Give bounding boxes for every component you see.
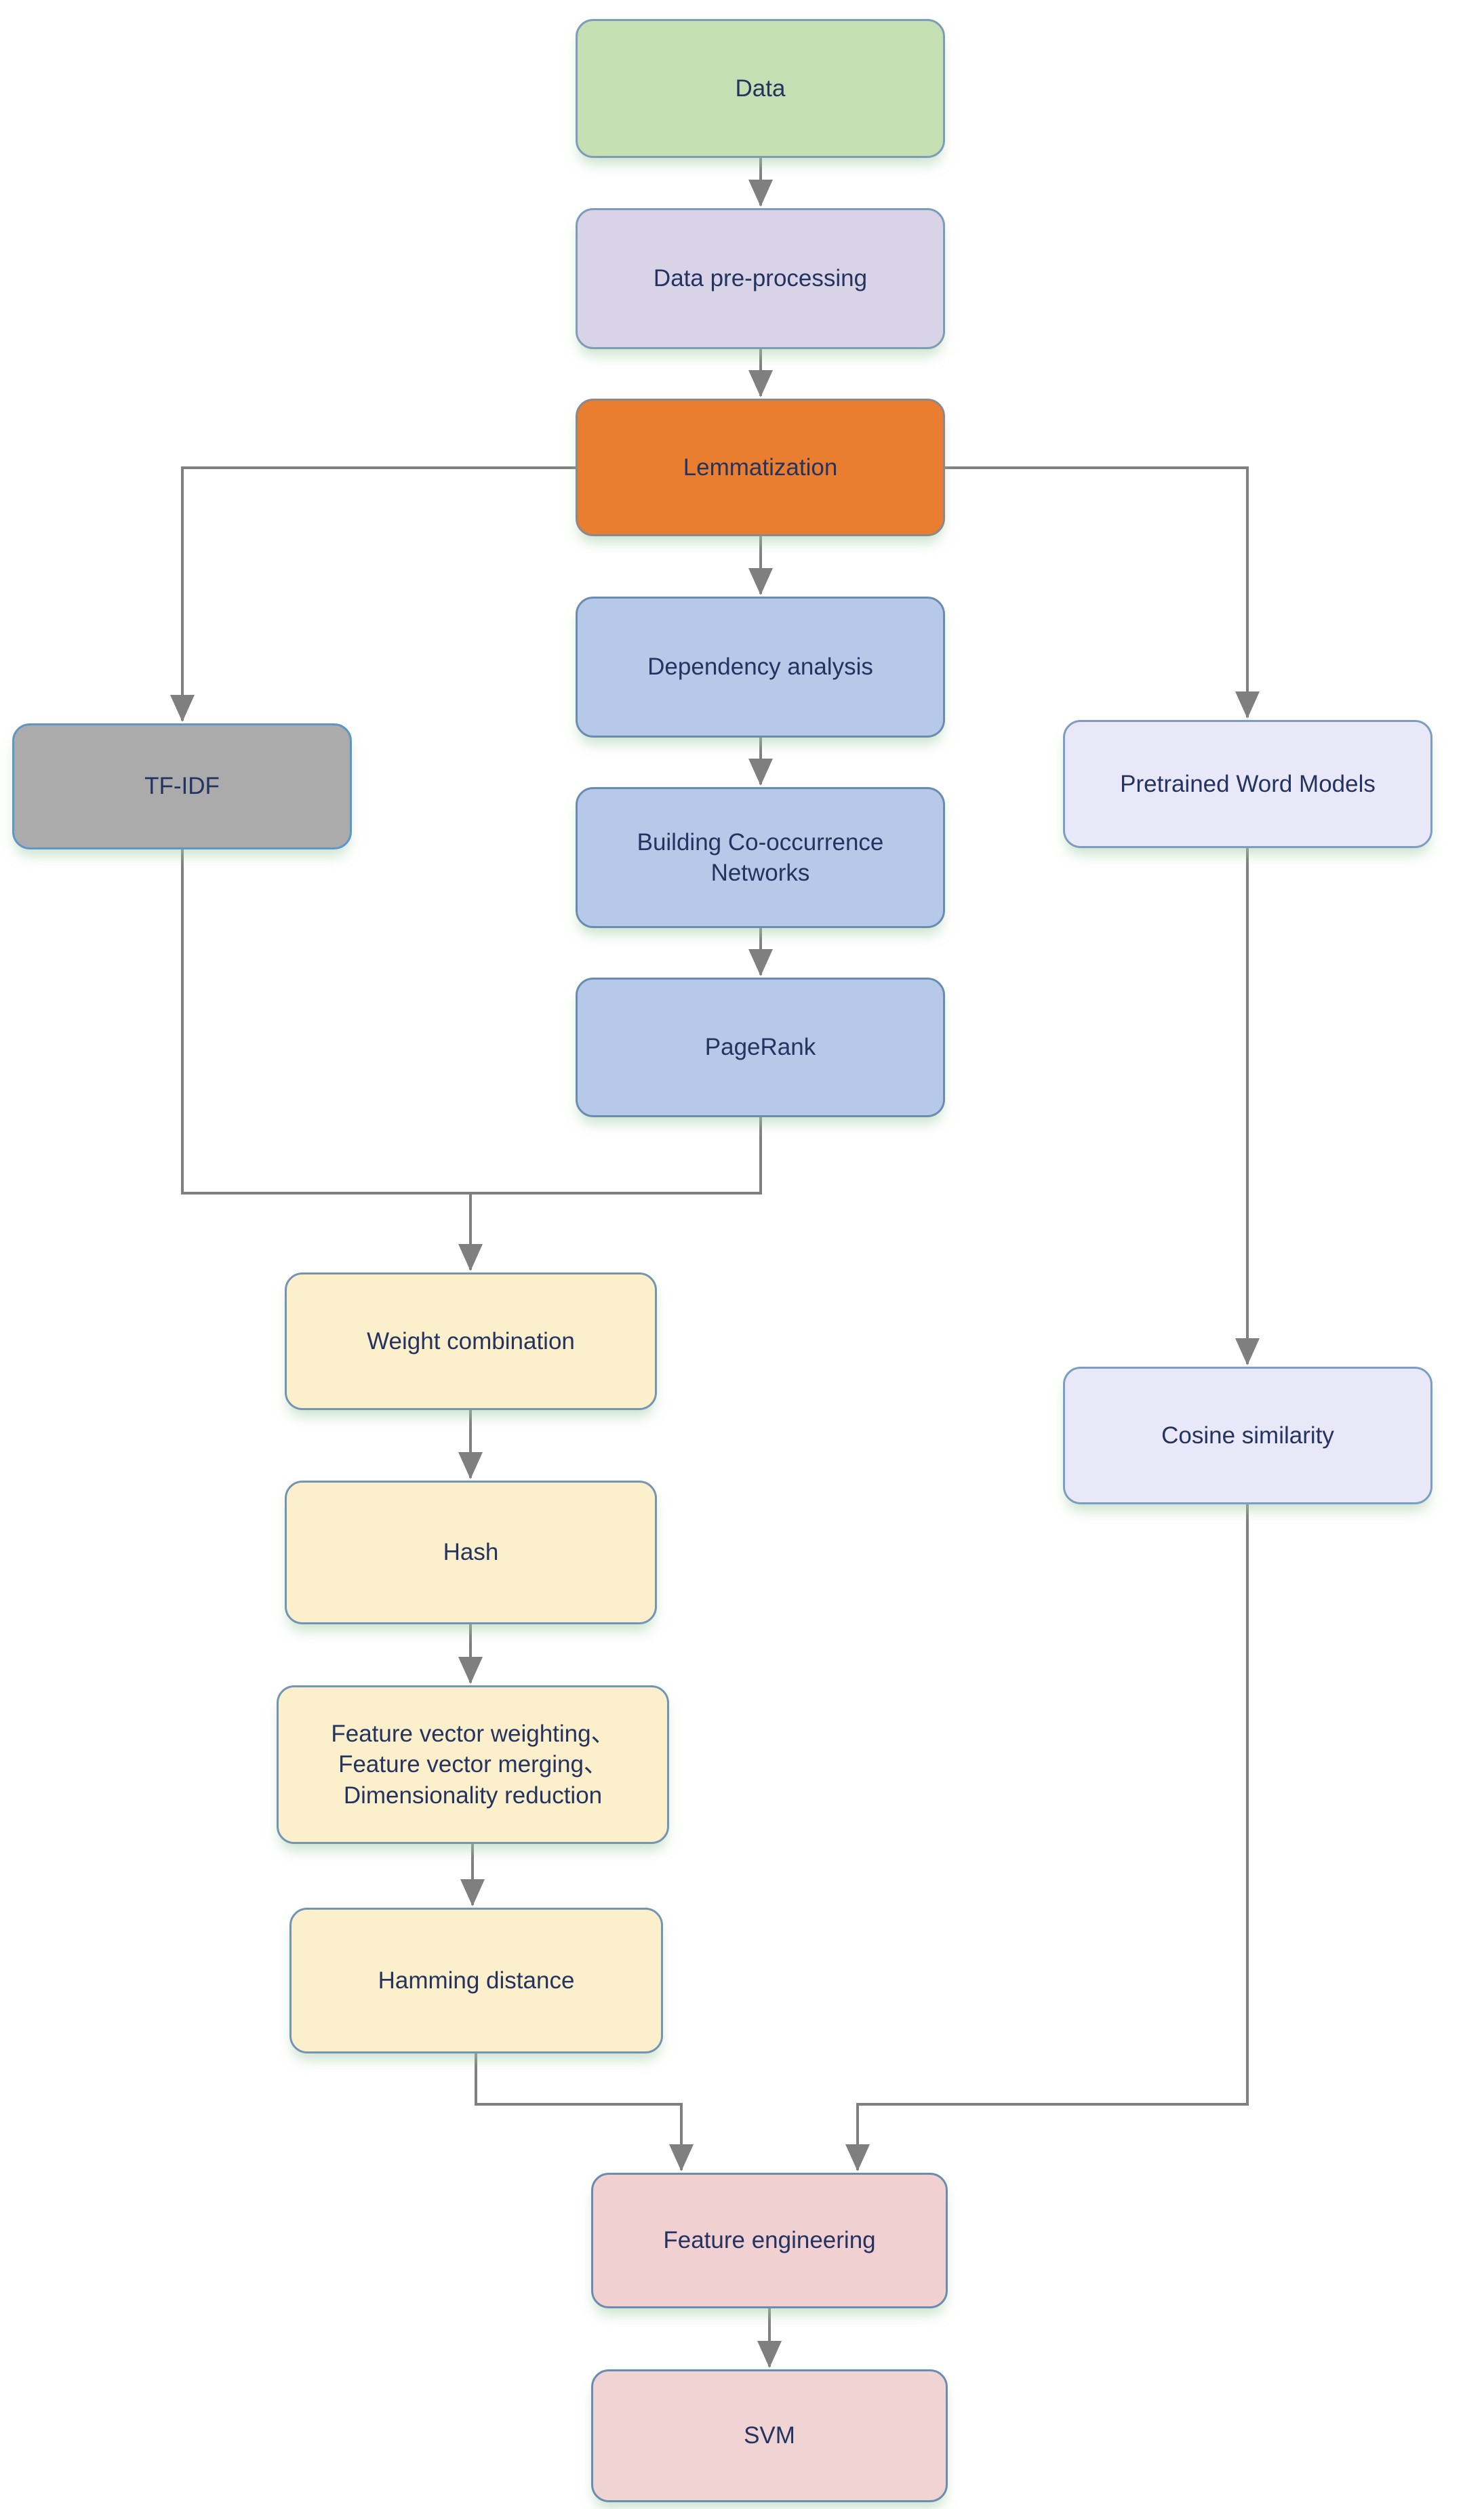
node-tf-idf: TF-IDF (12, 723, 352, 849)
node-label: Hamming distance (378, 1967, 575, 1994)
node-data: Data (576, 19, 945, 158)
node-label: Hash (443, 1539, 499, 1566)
node-label: Data (735, 75, 786, 102)
node-label: Data pre-processing (653, 265, 868, 292)
node-label: Dependency analysis (647, 654, 873, 681)
node-weight-combination: Weight combination (285, 1272, 657, 1410)
node-pretrained-word-models: Pretrained Word Models (1063, 720, 1432, 848)
node-label: Building Co-occurrence Networks (637, 828, 884, 887)
node-feature-vector: Feature vector weighting、Feature vector … (277, 1685, 669, 1844)
edge-hamming-to-feature-engineering (475, 2053, 694, 2171)
node-cosine-similarity: Cosine similarity (1063, 1367, 1432, 1504)
node-label: Pretrained Word Models (1120, 770, 1376, 797)
node-label: Feature vector weighting、Feature vector … (331, 1720, 615, 1809)
node-building-co-occurrence-networks: Building Co-occurrence Networks (576, 787, 945, 928)
node-label: SVM (744, 2422, 795, 2449)
edge-lemmatization-to-tfidf (170, 466, 576, 722)
node-pagerank: PageRank (576, 978, 945, 1117)
node-label: Cosine similarity (1161, 1422, 1334, 1449)
node-feature-engineering: Feature engineering (591, 2173, 948, 2308)
node-hash: Hash (285, 1481, 657, 1624)
edge-cosine-to-feature-engineering (845, 1504, 1249, 2171)
node-label: Lemmatization (683, 454, 838, 481)
node-hamming-distance: Hamming distance (289, 1908, 663, 2053)
node-svm: SVM (591, 2369, 948, 2502)
node-label: Feature engineering (663, 2227, 876, 2254)
node-label: Weight combination (367, 1327, 575, 1354)
node-dependency-analysis: Dependency analysis (576, 597, 945, 738)
node-label: TF-IDF (144, 773, 220, 800)
node-lemmatization: Lemmatization (576, 399, 945, 536)
edge-lemmatization-to-pretrained (945, 466, 1260, 719)
node-label: PageRank (704, 1034, 816, 1061)
node-data-pre-processing: Data pre-processing (576, 208, 945, 349)
